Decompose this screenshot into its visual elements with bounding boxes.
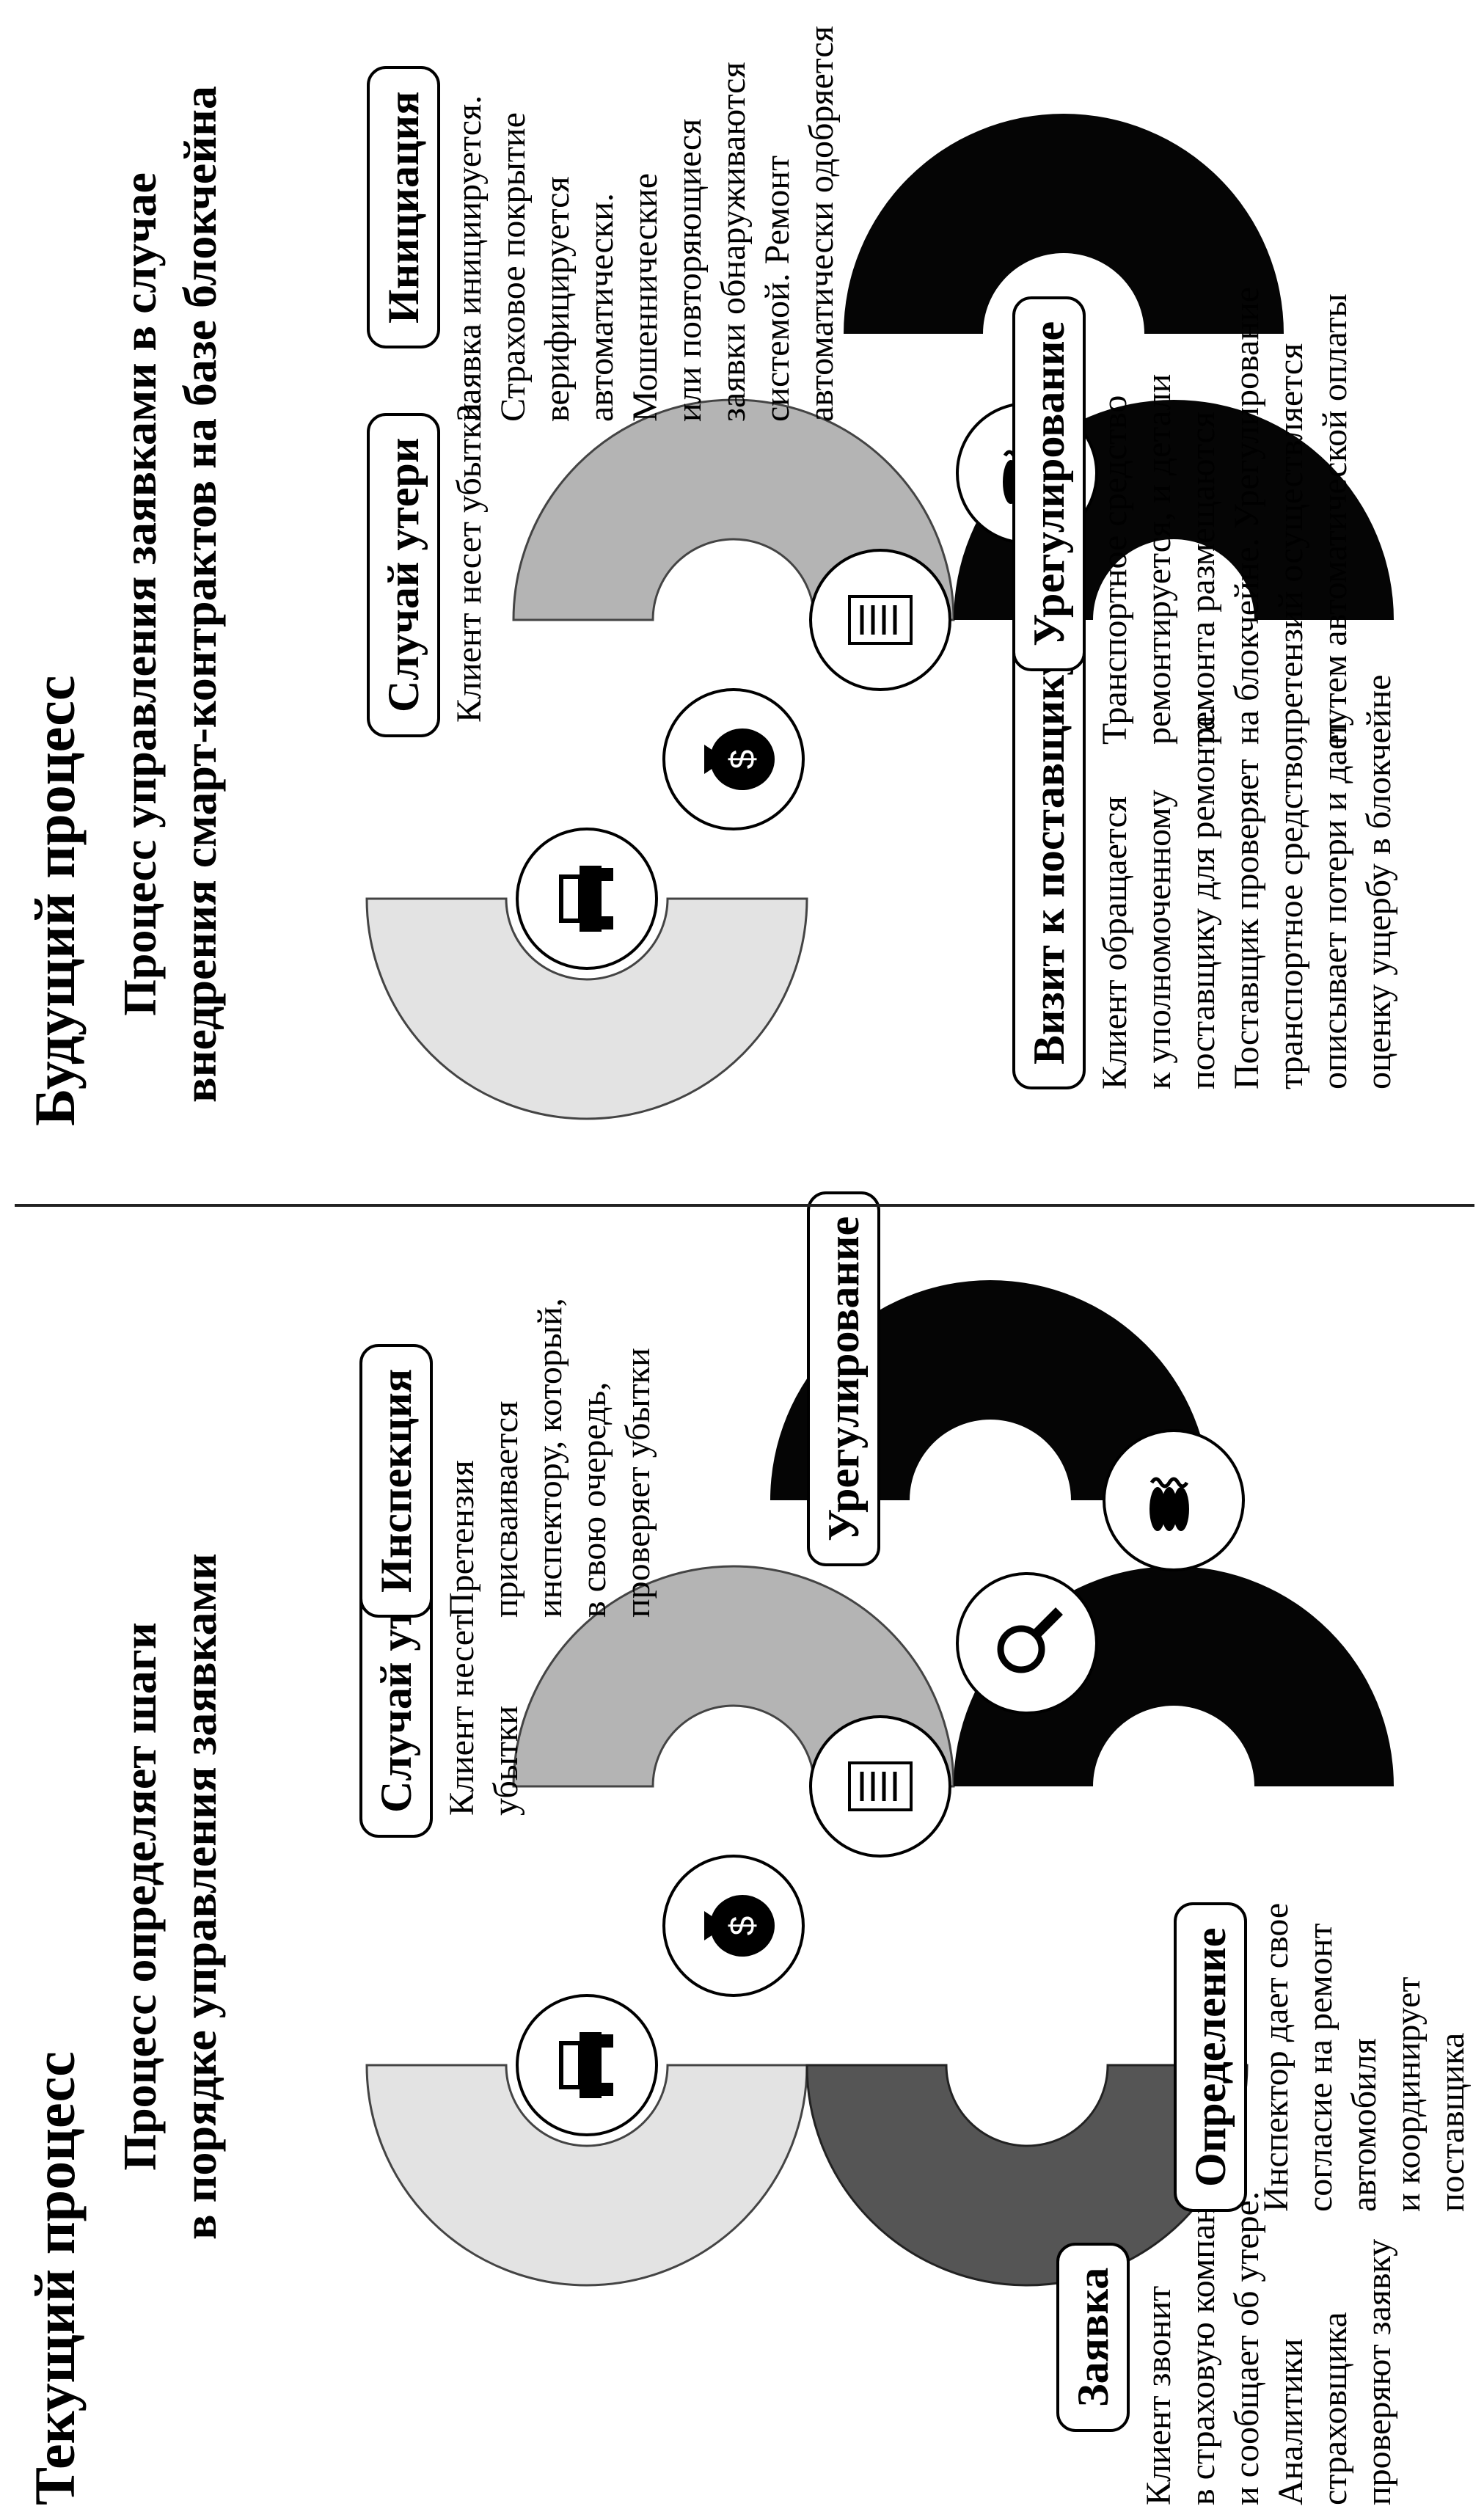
- document-icon: [848, 595, 913, 645]
- current-determination-desc: Инспектор дает свое согласие на ремонт а…: [1257, 1902, 1484, 2212]
- current-inspection-label: Инспекция: [359, 1343, 433, 1618]
- money-bag-icon: $: [704, 1895, 775, 1957]
- current-flow-diagram: $: [365, 1280, 1394, 2287]
- future-initiation-label: Инициация: [367, 66, 440, 348]
- current-loss-desc: Клиент несет убытки: [442, 1615, 525, 1816]
- future-settlement-desc: Транспортное средство ремонтируется, и д…: [1095, 286, 1354, 745]
- money-symbol: $: [723, 750, 762, 770]
- coins-icon: [1149, 1477, 1189, 1531]
- future-ribbon-tail: [844, 114, 1284, 334]
- current-inspection-desc: Претензия присваивается инспектору, кото…: [442, 1298, 657, 1618]
- money-symbol: $: [723, 1916, 762, 1936]
- future-initiation-desc: Заявка инициируется. Страховое покрытие …: [450, 26, 841, 422]
- document-icon: [848, 1761, 913, 1811]
- future-vendor-label: Визит к поставщику: [1012, 628, 1086, 1089]
- future-ribbon-loss: [365, 897, 808, 1120]
- current-claim-label: Заявка: [1056, 2242, 1130, 2432]
- current-ribbon-loss: [365, 2064, 808, 2287]
- car-icon: [559, 2032, 613, 2098]
- current-claim-desc: Клиент звонит в страховую компанию и соо…: [1139, 2160, 1398, 2505]
- current-ribbon-tail: [770, 1280, 1210, 1500]
- magnifier-icon: [997, 1607, 1063, 1673]
- current-determination-label: Определение: [1174, 1902, 1247, 2212]
- current-settlement-label: Урегулирование: [807, 1191, 880, 1566]
- money-bag-icon: $: [704, 728, 775, 790]
- future-settlement-label: Урегулирование: [1012, 296, 1086, 671]
- future-loss-desc: Клиент несет убытки: [450, 402, 489, 723]
- future-loss-label: Случай утери: [367, 412, 440, 737]
- car-icon: [559, 866, 613, 932]
